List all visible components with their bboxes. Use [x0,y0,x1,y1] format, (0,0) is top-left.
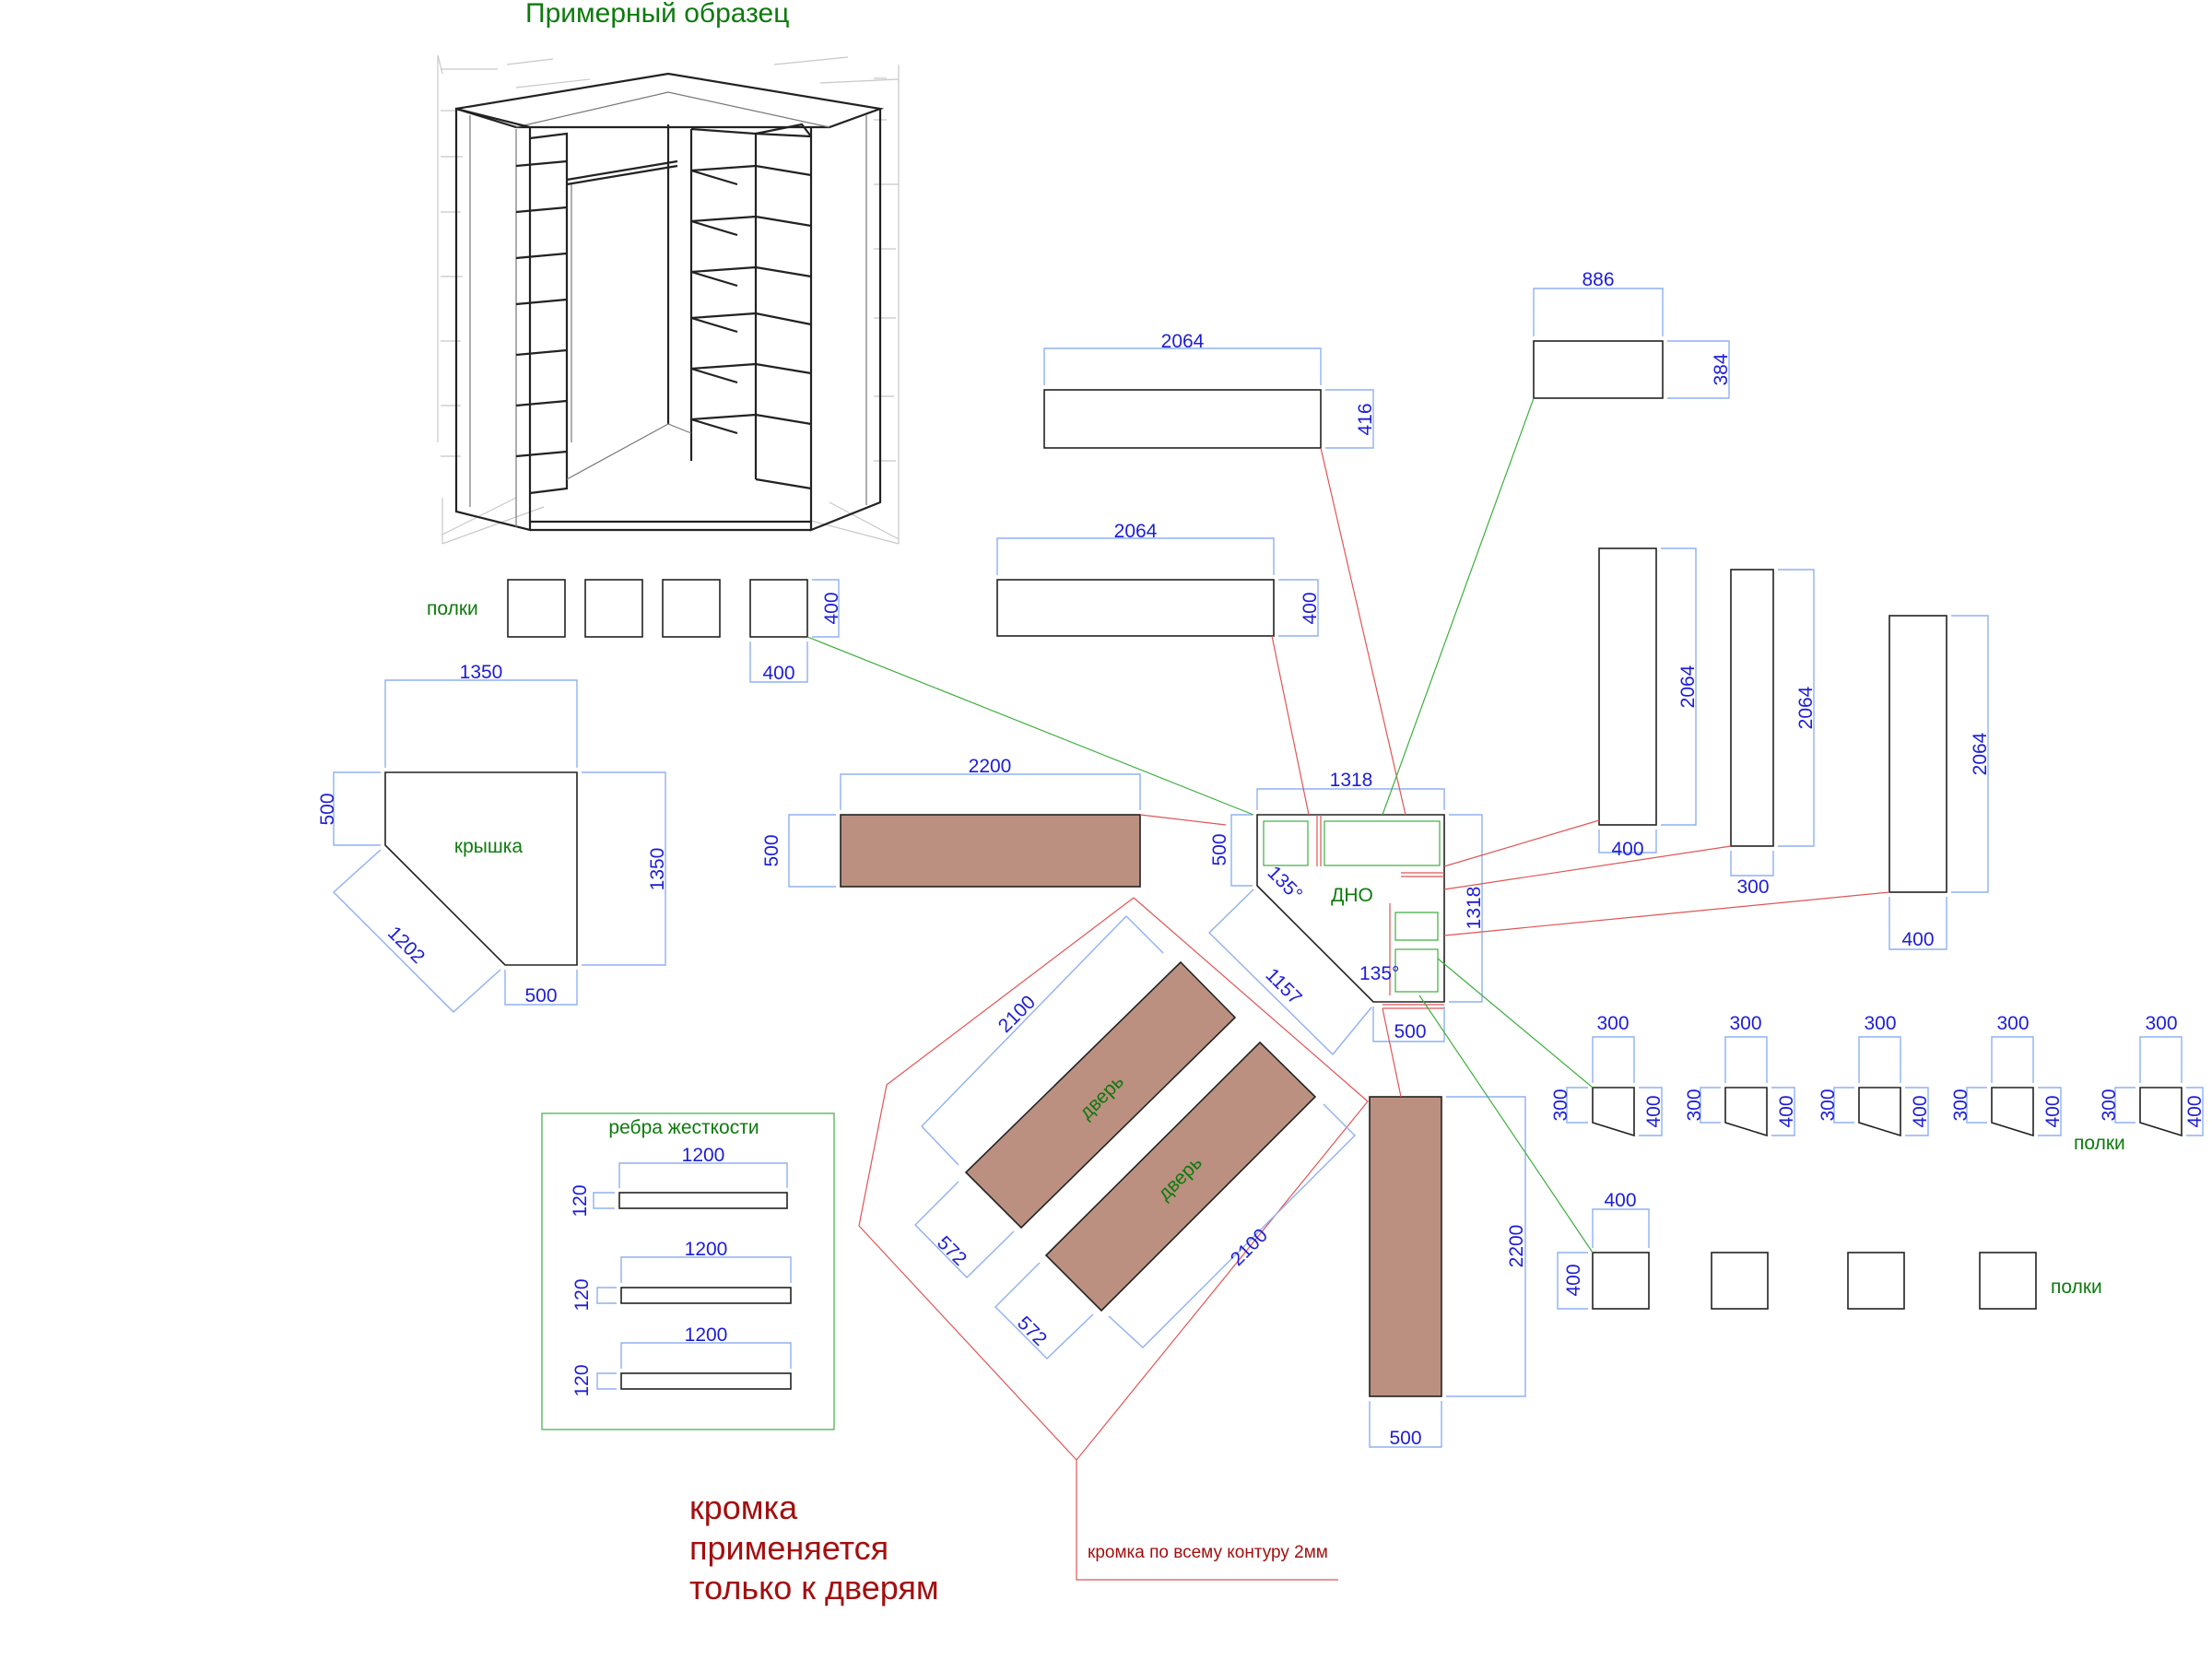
dim-trap3-w: 300 [1864,1013,1896,1034]
floor-lines [441,497,900,545]
dim-trap5-h1: 300 [2099,1089,2120,1121]
dim-rib3-height: 120 [571,1364,593,1396]
shelves-top-row: полки 400 400 [427,579,842,684]
dim-bottom-top: 1318 [1330,770,1373,791]
dim-trap1-w: 300 [1596,1013,1629,1034]
dim-trap2-h1: 300 [1684,1089,1705,1121]
dim-trap1-h1: 300 [1550,1089,1571,1121]
dim-small-panel-width: 886 [1582,269,1614,290]
dim-vert1-height: 2064 [1677,665,1699,708]
angle-2: 135° [1359,963,1399,984]
edge-note: кромка применяется только к дверям [689,1489,939,1606]
dim-bottom-right: 1318 [1464,887,1485,930]
side-door-horizontal: 2200 500 [761,756,1141,888]
right-door-vertical: 2200 500 [1369,1096,1527,1449]
dim-cover-diag: 1202 [383,923,429,968]
dim-side-door-width: 2200 [969,756,1012,777]
trap-shelf-1: 300 300 400 [1550,1013,1665,1137]
diagonal-doors: 2100 572 дверь 2100 572 дверь [858,897,1369,1581]
leader-lines [806,397,1890,1253]
label-ribs: ребра жесткости [608,1117,759,1138]
dim-vert2-width: 300 [1736,877,1769,898]
dim-rib2-length: 1200 [685,1239,728,1260]
dim-cover-left: 500 [317,793,338,825]
dim-cover-bottom: 500 [524,985,557,1006]
vertical-panel-3: 2064 400 [1888,615,1991,950]
dim-right-door-height: 2200 [1506,1225,1527,1268]
dim-door1-width: 572 [933,1232,971,1270]
rib-1: 1200 120 [570,1145,788,1218]
dim-bottom-left: 500 [1209,833,1230,865]
trap-shelves: 300 300 400 300 300 400 300 300 400 300 … [1550,1013,2206,1154]
dim-trap4-h1: 300 [1950,1089,1971,1121]
dim-vert2-height: 2064 [1795,686,1817,729]
dim-rib1-height: 120 [570,1184,591,1217]
door-1: 2100 572 дверь [914,915,1237,1278]
dim-trap5-h2: 400 [2184,1095,2206,1127]
dim-sq-width: 400 [1604,1190,1636,1211]
dim-vert1-width: 400 [1611,839,1643,860]
vertical-panel-2: 2064 300 [1730,569,1817,898]
dim-rib1-length: 1200 [682,1145,725,1166]
dim-vert3-height: 2064 [1970,732,1991,775]
ribs-group: ребра жесткости 1200 120 1200 120 1200 1… [541,1112,835,1430]
dim-mid-panel-height: 400 [1300,592,1321,624]
label-cover: крышка [454,836,523,857]
dim-trap4-w: 300 [1996,1013,2029,1034]
dim-trap1-h2: 400 [1643,1095,1665,1127]
dim-vert3-width: 400 [1901,929,1934,950]
dim-bottom-diag: 1157 [1261,964,1305,1008]
dim-trap2-w: 300 [1729,1013,1761,1034]
cover-part: 1350 500 1350 1202 500 крышка [317,662,668,1013]
trap-shelf-4: 300 300 400 [1950,1013,2064,1137]
dim-door2-length: 2100 [1227,1225,1272,1270]
dim-rib3-length: 1200 [685,1324,728,1346]
dim-shelf-width: 400 [762,663,794,684]
dim-cover-right: 1350 [647,848,668,891]
wardrobe-sketch [437,54,900,545]
dim-trap3-h1: 300 [1818,1089,1839,1121]
note-line-2: применяется [689,1529,888,1567]
rib-2: 1200 120 [571,1239,792,1312]
dim-shelf-height: 400 [821,592,842,624]
trap-shelf-3: 300 300 400 [1818,1013,1931,1137]
dim-right-door-width: 500 [1389,1428,1421,1449]
rib-3: 1200 120 [571,1324,792,1397]
trap-shelf-2: 300 300 400 [1684,1013,1797,1137]
dim-sq-height: 400 [1563,1264,1584,1296]
dim-trap3-h2: 400 [1910,1095,1931,1127]
label-shelves-top: полки [427,598,478,619]
dim-mid-panel-width: 2064 [1114,521,1158,542]
dim-small-panel-height: 384 [1711,353,1732,385]
bottom-part: 1318 1318 500 1157 500 135° 135° ДНО [1208,770,1485,1056]
trap-shelf-5: 300 300 400 [2099,1013,2206,1137]
label-shelves-square: полки [2051,1277,2102,1298]
panel-2064x400: 2064 400 [996,521,1321,637]
square-shelves: 400 400 полки [1557,1190,2102,1310]
edge-contour-note: кромка по всему контуру 2мм [1088,1543,1328,1562]
sample-title: Примерный образец [525,0,789,29]
dim-rib2-height: 120 [571,1278,593,1311]
brick-wall-left [437,54,591,544]
note-line-3: только к дверям [689,1569,939,1606]
panel-886x384: 886 384 [1533,269,1732,399]
vertical-panel-1: 2064 400 [1598,547,1699,860]
note-line-1: кромка [689,1489,798,1526]
label-bottom: ДНО [1331,885,1373,906]
dim-top-panel-width: 2064 [1161,331,1205,352]
panel-2064x416: 2064 416 [1043,331,1376,449]
dim-top-panel-height: 416 [1355,403,1376,435]
dim-cover-top: 1350 [460,662,503,683]
dim-trap2-h2: 400 [1776,1095,1797,1127]
dim-bottom-bottom: 500 [1394,1021,1426,1042]
label-shelves-trap: полки [2074,1133,2125,1154]
dim-trap5-w: 300 [2145,1013,2177,1034]
dim-side-door-height: 500 [761,834,782,866]
dim-door2-width: 572 [1013,1312,1051,1350]
dim-trap4-h2: 400 [2042,1095,2064,1127]
